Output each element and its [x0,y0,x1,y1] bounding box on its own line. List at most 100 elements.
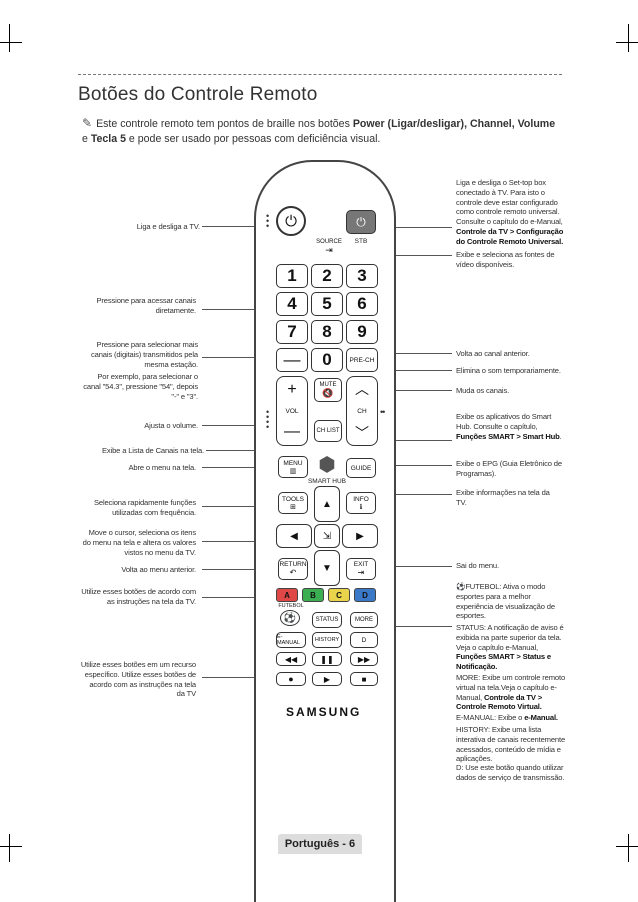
label-tools: Seleciona rapidamente funções utilizadas… [93,498,196,517]
info-button[interactable]: INFO ℹ [346,492,376,514]
color-button-c[interactable]: C [328,588,350,602]
label-digits: Pressione para acessar canais diretament… [96,296,197,315]
label-smarthub: Exibe os aplicativos do Smart Hub. Consu… [456,412,562,441]
more-button[interactable]: MORE [350,612,378,628]
label-ch: Muda os canais. [456,386,510,395]
label-mute: Elimina o som temporariamente. [456,366,561,375]
futebol-button[interactable]: ⚽ [280,610,300,626]
leader-line [202,541,272,542]
power-icon: ⏻ [356,214,366,229]
smart-hub-label: SMART HUB [307,478,347,485]
brand-logo: SAMSUNG [286,705,362,719]
source-button[interactable]: SOURCE ⇥ [314,236,344,258]
leader-line [202,597,272,598]
digit-4-button[interactable]: 4 [276,292,308,316]
prech-button[interactable]: PRE-CH [346,348,378,372]
stop-button[interactable]: ■ [350,672,378,686]
exit-button[interactable]: EXIT ⇥ [346,558,376,580]
record-icon: ● [288,674,294,684]
label-stb: Liga e desliga o Set-top box conectado à… [456,178,564,246]
nav-enter-button[interactable]: ⇲ [314,524,340,548]
label-nav: Move o cursor, seleciona os itens do men… [82,528,197,557]
smart-hub-button[interactable]: ⬢ [314,452,340,476]
guide-button[interactable]: GUIDE [346,458,376,478]
volume-rocker[interactable]: + VOL — [276,376,308,446]
label-info: Exibe informações na tela da TV. [456,488,550,507]
dash-button[interactable]: — [276,348,308,372]
status-button[interactable]: STATUS [312,612,342,628]
channel-down-icon: ﹀ [355,425,369,441]
nav-right-button[interactable]: ▶ [342,524,378,548]
channel-rocker[interactable]: ︿ CH ﹀ [346,376,378,446]
crop-mark [0,846,22,847]
smart-hub-icon: ⬢ [318,453,336,476]
info-icon: ℹ [359,503,363,511]
play-button[interactable]: ▶ [312,672,342,686]
leader-line [346,370,452,371]
fast-forward-button[interactable]: ▶▶ [350,652,378,666]
page-footer: Português - 6 [278,834,362,854]
stb-power-button[interactable]: ⏻ [346,210,376,234]
leader-line [202,467,278,468]
mute-button[interactable]: MUTE 🔇 [314,378,342,402]
nav-down-button[interactable]: ▼ [314,550,340,586]
leader-line [378,227,452,228]
label-volume: Ajusta o volume. [144,421,198,430]
futebol-label: FUTEBOL [278,603,304,609]
volume-up-icon: + [287,381,297,398]
nav-up-button[interactable]: ▲ [314,486,340,522]
return-icon: ↶ [289,568,297,577]
label-d: D: Use este botão quando utilizar dados … [456,763,565,782]
pause-button[interactable]: ❚❚ [312,652,342,666]
exit-icon: ⇥ [357,568,365,577]
play-icon: ▶ [323,674,331,684]
digit-6-button[interactable]: 6 [346,292,378,316]
leader-line [202,506,278,507]
arrow-up-icon: ▲ [322,498,332,510]
digit-2-button[interactable]: 2 [311,264,343,288]
power-button[interactable]: ⏻ [276,206,306,236]
soccer-ball-icon: ⚽ [456,582,466,591]
label-more: MORE: Exibe um controle remoto virtual n… [456,673,566,712]
digit-3-button[interactable]: 3 [346,264,378,288]
digit-5-button[interactable]: 5 [311,292,343,316]
digit-8-button[interactable]: 8 [311,320,343,344]
color-button-b[interactable]: B [302,588,324,602]
crop-mark [0,42,22,43]
color-button-a[interactable]: A [276,588,298,602]
pencil-note-icon: ✎ [82,116,93,130]
record-button[interactable]: ● [276,672,306,686]
history-button[interactable]: HISTORY [312,632,342,648]
label-emanual: E-MANUAL: Exibe o e-Manual. [456,713,558,722]
leader-line [350,255,452,256]
crop-mark [616,846,638,847]
digit-7-button[interactable]: 7 [276,320,308,344]
tools-button[interactable]: TOOLS ⊞ [278,492,308,514]
emanual-button[interactable]: E-MANUAL [276,632,306,648]
digit-9-button[interactable]: 9 [346,320,378,344]
power-icon: ⏻ [285,212,297,230]
label-menu: Abre o menu na tela. [128,463,197,472]
digit-1-button[interactable]: 1 [276,264,308,288]
label-media: Utilize esses botões em um recurso espec… [80,660,196,699]
label-color: Utilize esses botões de acordo com as in… [81,587,196,606]
return-button[interactable]: RETURN ↶ [278,558,308,580]
enter-icon: ⇲ [322,530,332,542]
digit-0-button[interactable]: 0 [311,348,343,372]
crop-mark [9,834,10,862]
d-button[interactable]: D [350,632,378,648]
chlist-button[interactable]: CH LIST [314,420,342,442]
label-chlist: Exibe a Lista de Canais na tela. [101,446,204,455]
color-button-d[interactable]: D [354,588,376,602]
label-exit: Sai do menu. [456,561,499,570]
rewind-icon: ◀◀ [284,654,298,664]
label-guide: Exibe o EPG (Guia Eletrônico de Programa… [456,459,562,478]
leader-line [378,626,452,627]
label-prech-b: Por exemplo, para selecionar o canal "54… [83,372,198,401]
nav-left-button[interactable]: ◀ [276,524,312,548]
menu-button[interactable]: MENU ▥ [278,456,308,478]
soccer-ball-icon: ⚽ [283,612,297,624]
crop-mark [628,834,629,862]
rewind-button[interactable]: ◀◀ [276,652,306,666]
crop-mark [9,24,10,52]
